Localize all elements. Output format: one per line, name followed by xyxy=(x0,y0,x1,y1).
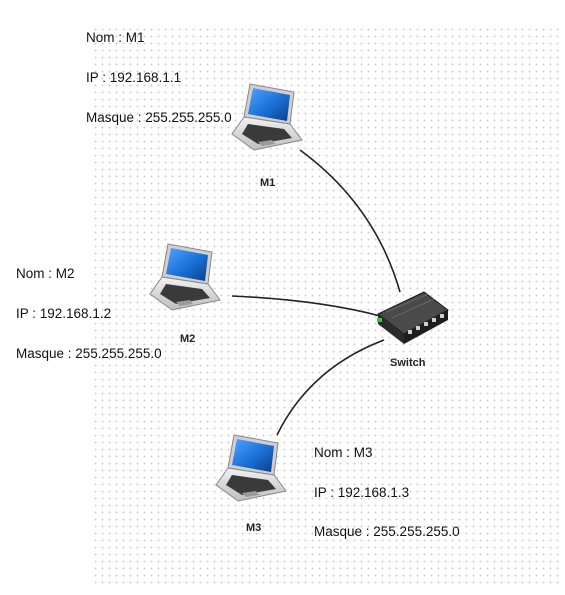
m1-mask-text: Masque : 255.255.255.0 xyxy=(86,110,232,125)
m2-ip-text: IP : 192.168.1.2 xyxy=(16,306,112,321)
m2-name-text: Nom : M2 xyxy=(16,266,75,281)
m3-ip-text: IP : 192.168.1.3 xyxy=(314,485,410,500)
laptop-icon-m3 xyxy=(215,434,287,502)
m1-name-text: Nom : M1 xyxy=(86,30,145,45)
link-m2-switch xyxy=(231,295,381,317)
link-m1-switch xyxy=(299,149,401,293)
m3-name-text: Nom : M3 xyxy=(314,445,373,460)
device-label-m1: M1 xyxy=(260,177,275,189)
m1-ip-text: IP : 192.168.1.1 xyxy=(86,70,182,85)
link-m3-switch xyxy=(276,339,385,436)
device-label-switch: Switch xyxy=(390,357,426,369)
laptop-icon-m1 xyxy=(231,83,303,151)
device-label-m3: M3 xyxy=(246,522,261,534)
network-switch-icon xyxy=(377,291,449,344)
m3-mask-text: Masque : 255.255.255.0 xyxy=(314,524,460,539)
laptop-icon-m2 xyxy=(149,243,221,311)
m2-mask-text: Masque : 255.255.255.0 xyxy=(16,346,162,361)
device-label-m2: M2 xyxy=(180,333,195,345)
